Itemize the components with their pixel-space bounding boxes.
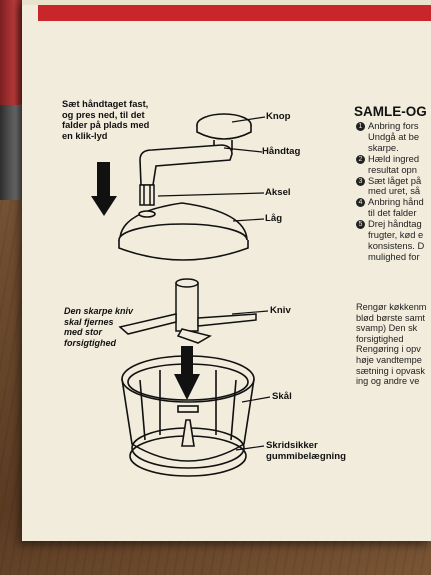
step-line: med uret, så xyxy=(368,185,421,197)
label-knop: Knop xyxy=(266,111,291,122)
step-number-icon: 4 xyxy=(356,198,365,208)
label-kniv: Kniv xyxy=(270,305,291,316)
knife-part xyxy=(118,278,257,344)
assembly-instruction: Sæt håndtaget fast, og pres ned, til det… xyxy=(62,99,150,141)
step-line: konsistens. D xyxy=(368,239,425,251)
box-top-edge xyxy=(22,0,431,5)
red-band xyxy=(38,5,431,21)
cleaning-line: sætning i opvask xyxy=(356,365,425,376)
label-haandtag: Håndtag xyxy=(262,146,301,157)
step-line: skarpe. xyxy=(368,141,399,153)
step-number-icon: 3 xyxy=(356,176,365,186)
down-arrow-icon xyxy=(174,346,200,400)
section-heading: SAMLE-OG xyxy=(354,104,427,119)
step-line: mulighed for xyxy=(368,250,420,262)
cleaning-line: forsigtighed xyxy=(356,333,404,344)
cleaning-line: Rengøring i opv xyxy=(356,344,421,355)
background-appliance-cap xyxy=(0,0,26,105)
step-line: resultat opn xyxy=(368,163,417,175)
step-number-icon: 5 xyxy=(356,220,365,230)
cleaning-text: Rengør køkkenm blød børste samt svamp) D… xyxy=(356,302,431,387)
product-box-panel xyxy=(22,0,431,541)
axle-part xyxy=(139,184,155,206)
step-number-icon: 1 xyxy=(356,122,365,131)
cleaning-line: svamp) Den sk xyxy=(356,323,418,334)
bowl-part xyxy=(121,355,255,477)
label-skaal: Skål xyxy=(272,391,292,402)
label-laag: Låg xyxy=(265,213,283,224)
leader-lines xyxy=(157,116,271,451)
knife-warning-note: Den skarpe kniv skal fjernes med stor fo… xyxy=(64,306,134,348)
lid-part xyxy=(118,202,249,261)
down-arrow-icon xyxy=(91,162,117,216)
step-line: frugter, kød e xyxy=(368,229,424,241)
cleaning-line: Rengør køkkenm xyxy=(356,302,427,312)
step-line: til det falder xyxy=(368,207,417,219)
cleaning-line: høje vandtempe xyxy=(356,354,422,365)
cleaning-line: ing og andre ve xyxy=(356,376,420,387)
step-number-icon: 2 xyxy=(356,154,365,164)
label-aksel: Aksel xyxy=(265,187,291,198)
cleaning-line: blød børste samt xyxy=(356,312,425,323)
step-line: Undgå at be xyxy=(368,130,420,142)
handle-part xyxy=(139,144,233,186)
label-skridsikker: Skridsikker gummibelægning xyxy=(266,440,346,462)
